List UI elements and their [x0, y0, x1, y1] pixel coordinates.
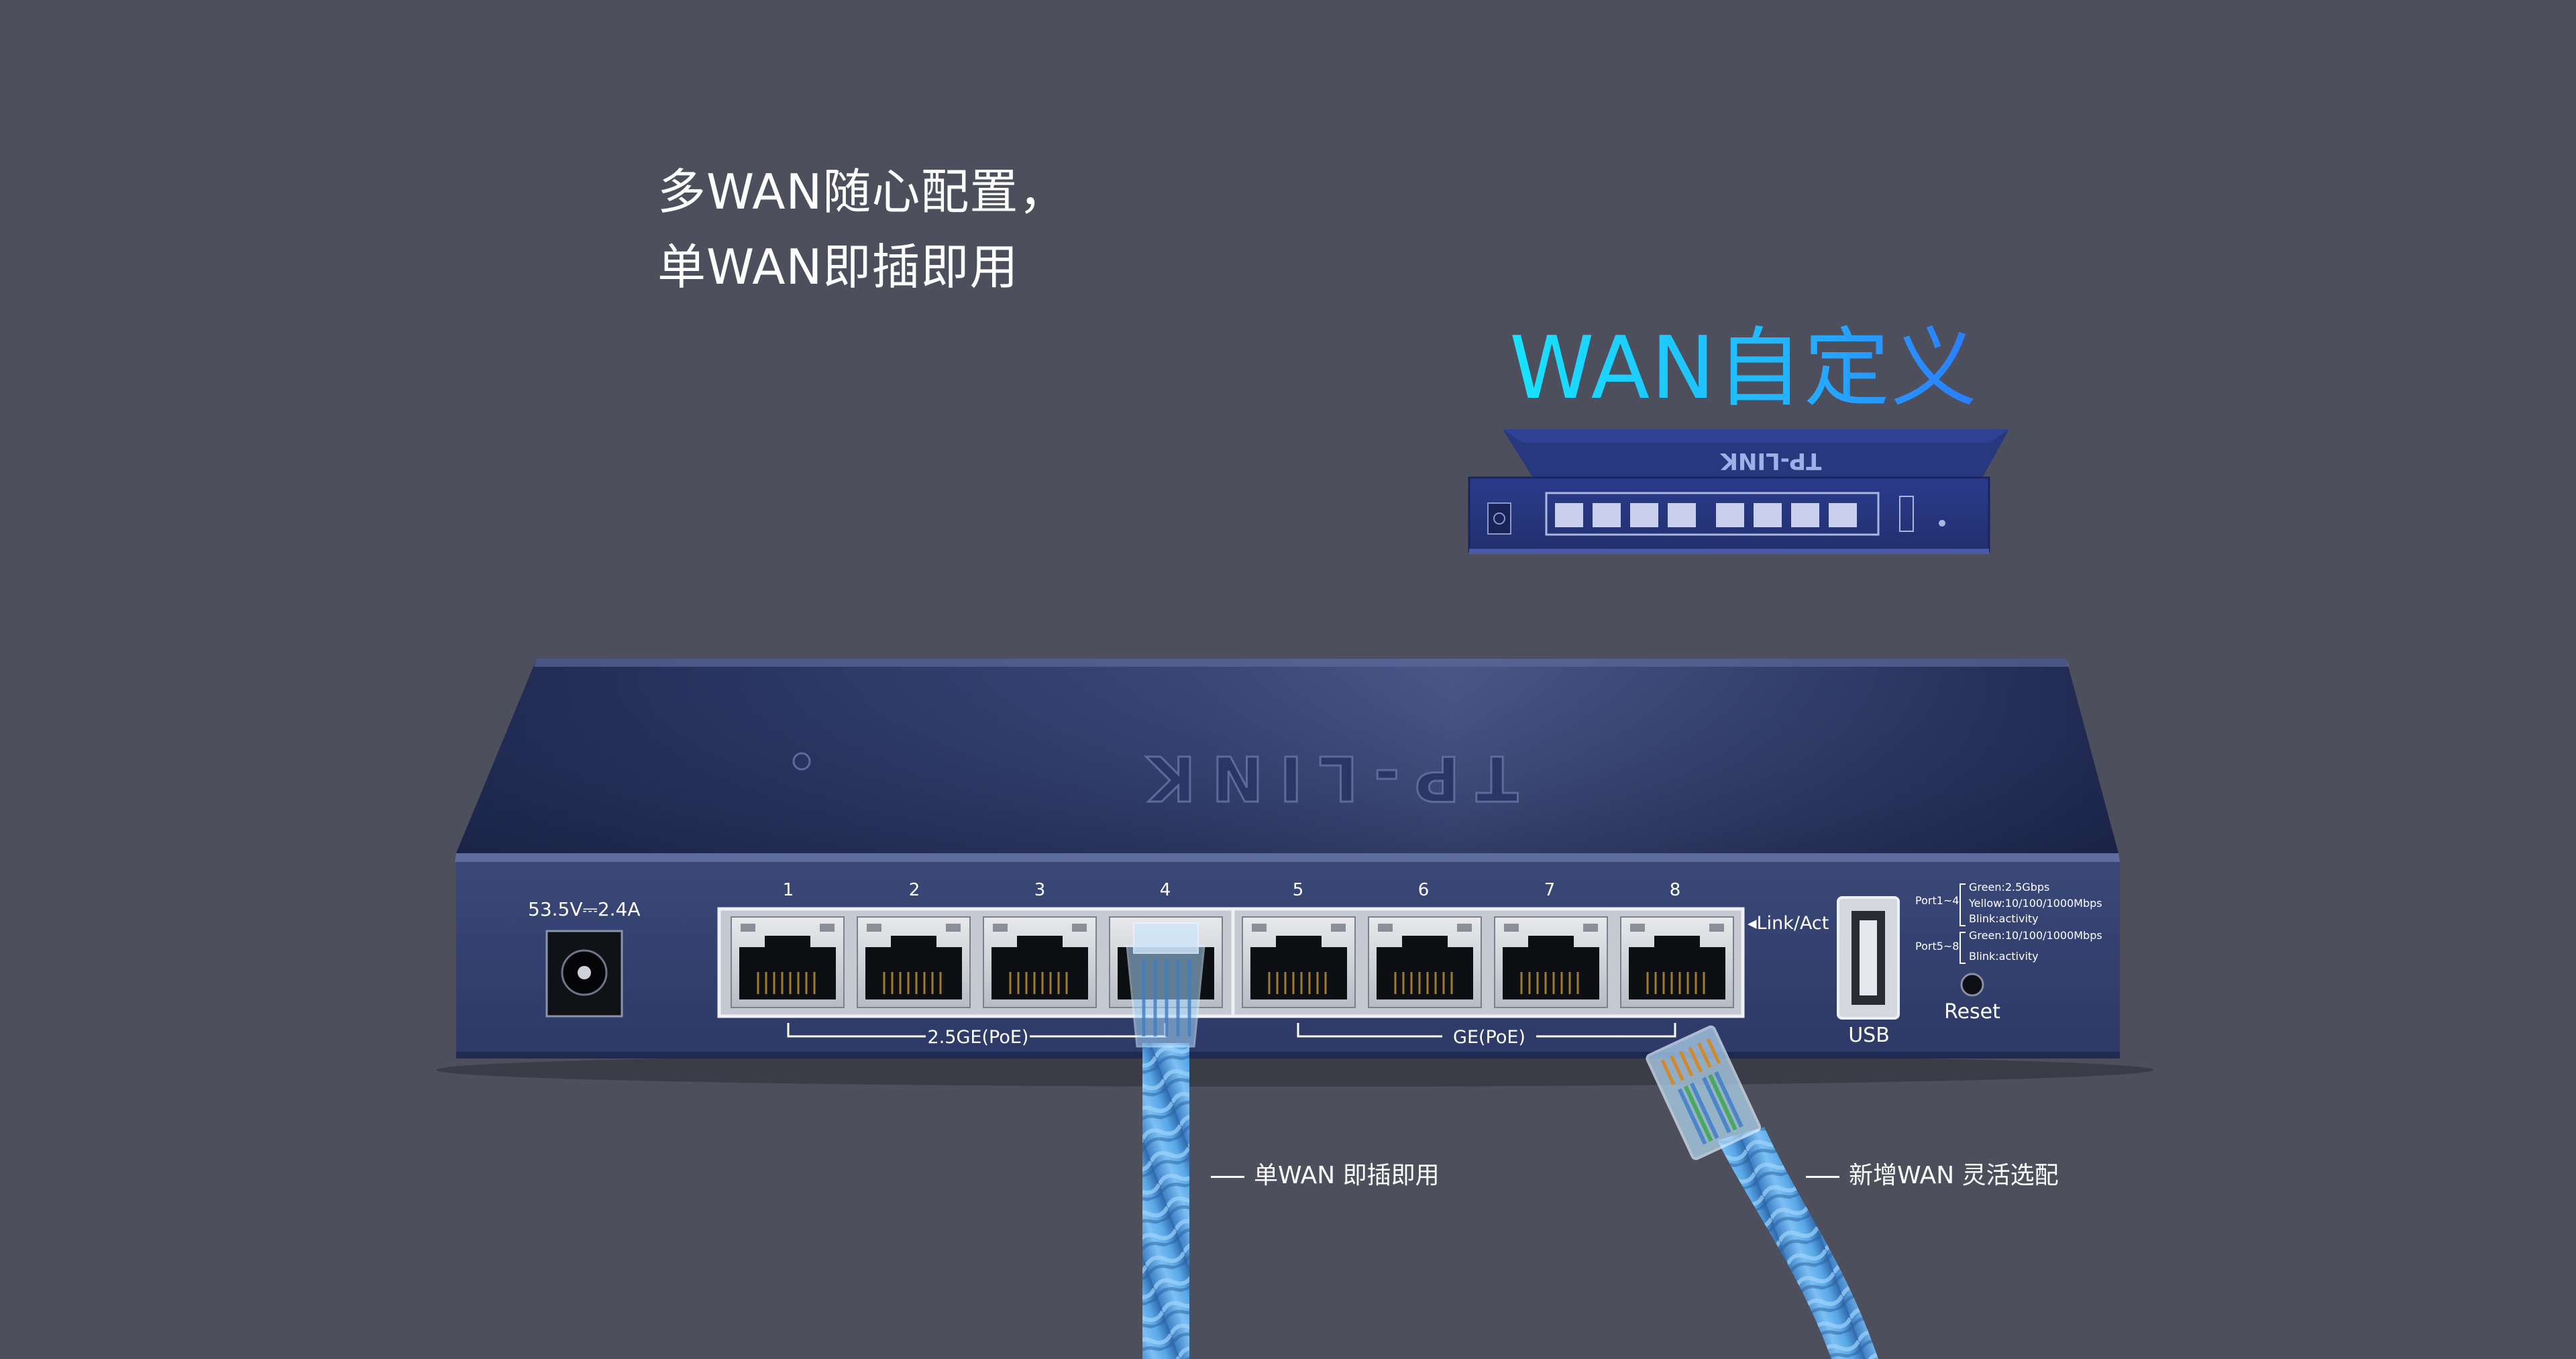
group-label-ge: GE(PoE)	[1453, 1027, 1525, 1048]
rj45-port-6[interactable]	[1368, 916, 1482, 1008]
ethernet-cable-plugged	[1126, 922, 1205, 1359]
group-label-25ge: 2.5GE(PoE)	[928, 1027, 1029, 1048]
port-number-6: 6	[1418, 880, 1430, 900]
headline-line-2: 单WAN即插即用	[657, 239, 1019, 295]
mini-device: TP-LINK	[1468, 429, 2009, 554]
port-number-3: 3	[1034, 880, 1046, 900]
port-number-1: 1	[783, 880, 794, 900]
ethernet-cable-loose	[1646, 1025, 1878, 1359]
port-number-2: 2	[909, 880, 920, 900]
usb-label: USB	[1848, 1024, 1890, 1047]
mini-device-logo: TP-LINK	[1719, 447, 1821, 474]
legend-port5-8: Port5~8	[1915, 940, 1959, 953]
power-jack	[545, 930, 623, 1018]
headline: 多WAN随心配置， 单WAN即插即用	[657, 154, 1067, 305]
rj45-port-1[interactable]	[731, 916, 845, 1008]
legend-green-25g: Green:2.5Gbps	[1969, 881, 2049, 893]
legend-blink-2: Blink:activity	[1969, 950, 2039, 963]
rj45-port-3[interactable]	[983, 916, 1097, 1008]
callout-dash	[1211, 1175, 1244, 1178]
device-logo: TP-LINK	[1132, 742, 1518, 814]
legend-yellow: Yellow:10/100/1000Mbps	[1968, 897, 2102, 910]
rj45-port-2[interactable]	[857, 916, 971, 1008]
rj45-port-7[interactable]	[1494, 916, 1608, 1008]
headline-line-1: 多WAN随心配置，	[657, 164, 1068, 220]
reset-label: Reset	[1944, 1000, 2000, 1024]
usb-port[interactable]	[1837, 896, 1900, 1020]
main-device: TP-LINK 53.5V⎓2.4A ◂Link/Act 1 2 3 4 5 6…	[436, 659, 2153, 1087]
callout-single-wan: 单WAN 即插即用	[1211, 1156, 1440, 1191]
power-rating: 53.5V⎓2.4A	[528, 898, 641, 920]
port-number-8: 8	[1670, 880, 1681, 900]
rj45-port-8[interactable]	[1620, 916, 1734, 1008]
callout-new-wan: 新增WAN 灵活选配	[1806, 1156, 2059, 1191]
link-act-label: ◂Link/Act	[1748, 913, 1829, 934]
port-number-4: 4	[1160, 880, 1171, 900]
callout-new-wan-text: 新增WAN 灵活选配	[1849, 1162, 2059, 1189]
port-number-5: 5	[1293, 880, 1304, 900]
reset-button[interactable]	[1960, 973, 1984, 997]
rj45-port-5[interactable]	[1242, 916, 1356, 1008]
port-number-7: 7	[1544, 880, 1556, 900]
legend-green-ge: Green:10/100/1000Mbps	[1969, 929, 2102, 942]
callout-single-wan-text: 单WAN 即插即用	[1254, 1162, 1440, 1189]
feature-title: WAN自定义	[1509, 298, 1978, 423]
legend-blink-1: Blink:activity	[1969, 912, 2039, 925]
legend-port1-4: Port1~4	[1915, 894, 1959, 907]
callout-dash	[1806, 1175, 1839, 1178]
